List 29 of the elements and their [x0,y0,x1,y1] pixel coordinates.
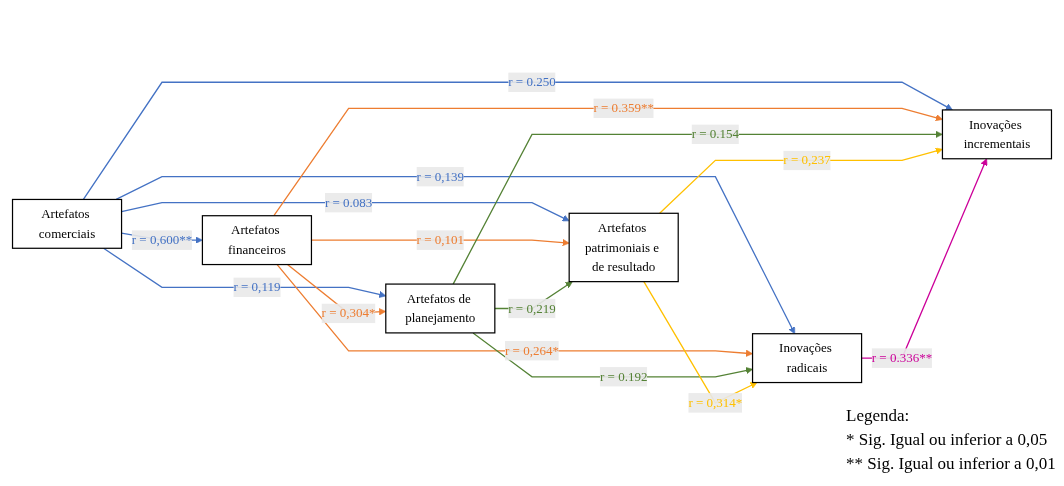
node-box: Inovações radicais [751,333,863,384]
node-box: Artefatos de planejamento [385,283,496,334]
edge-label: r = 0.192 [599,369,648,384]
legend-note: ** Sig. Igual ou inferior a 0,01 [846,454,1056,474]
node-box: Artefatos comerciais [11,199,123,250]
node-box: Artefatos financeiros [201,215,313,266]
node-box: Artefatos patrimoniais e de resultado [568,213,679,283]
node-box: Inovações incrementais [941,109,1053,160]
arrow [659,148,943,215]
edge-label: r = 0,304* [321,306,376,321]
edge-label: r = 0,219 [508,301,556,316]
arrow [115,176,796,335]
arrow [472,332,753,378]
edge-label: r = 0,314* [688,395,743,410]
arrow [273,108,943,217]
edge-label: r = 0.250 [508,75,556,90]
arrow [82,82,953,201]
edge-label: r = 0.083 [324,195,373,210]
edge-label: r = 0,264* [505,343,559,358]
edge-label: r = 0.359** [593,101,654,116]
edge-label: r = 0,101 [416,233,465,248]
edge-label: r = 0.154 [691,127,740,142]
edge-label: r = 0.336** [871,351,933,366]
edge-label: r = 0,600** [131,233,193,248]
legend-note: * Sig. Igual ou inferior a 0,05 [846,430,1049,450]
edge-label: r = 0,119 [233,280,281,295]
edge-label: r = 0,237 [783,153,831,168]
legend-note: Legenda: [846,406,911,426]
edge-label: r = 0,139 [416,169,465,184]
